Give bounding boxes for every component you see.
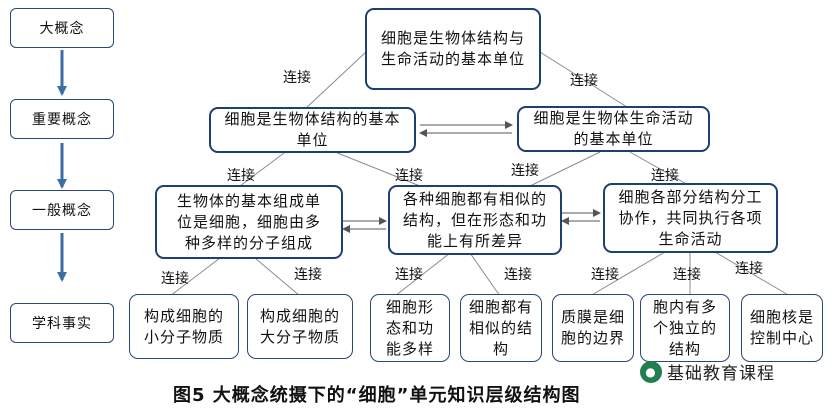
link-label-2: 连接 (570, 73, 598, 89)
link-gen3-fact5 (589, 251, 666, 297)
general-concept-cooperation: 细胞各部分结构分工协作，共同执行各项生命活动 (603, 183, 778, 253)
link-imp1-gen1 (239, 149, 289, 187)
level-big-concept: 大概念 (10, 8, 114, 48)
fact-form-function: 细胞形态和功能多样 (370, 294, 450, 362)
fact-similar-structure-text: 细胞都有相似的结构 (469, 297, 534, 358)
watermark-text: 基础教育课程 (667, 364, 775, 384)
link-gen3-fact7 (714, 251, 791, 297)
link-label-4: 连接 (395, 168, 423, 184)
link-imp2-gen3 (629, 151, 691, 187)
big-concept-box: 细胞是生物体结构与生命活动的基本单位 (365, 8, 541, 90)
link-label-13: 连接 (735, 261, 763, 277)
important-concept-structure: 细胞是生物体结构的基本单位 (209, 107, 416, 153)
link-label-12: 连接 (673, 267, 701, 283)
figure-caption: 图5 大概念统摄下的“细胞”单元知识层级结构图 (173, 385, 581, 406)
watermark: ● 基础教育课程 (640, 359, 775, 384)
general-concept-composition: 生物体的基本组成单位是细胞，细胞由多种多样的分子组成 (155, 185, 343, 259)
general-concept-diversity-text: 各种细胞都有相似的结构，但在形态和功能上有所差异 (402, 189, 547, 250)
general-concept-composition-text: 生物体的基本组成单位是细胞，细胞由多种多样的分子组成 (176, 191, 321, 252)
level-subject-facts: 学科事实 (10, 303, 114, 343)
link-label-3: 连接 (227, 168, 255, 184)
general-concept-diversity: 各种细胞都有相似的结构，但在形态和功能上有所差异 (388, 185, 562, 255)
link-top-right (539, 51, 631, 110)
link-label-10: 连接 (504, 267, 532, 283)
link-imp1-gen2 (329, 149, 421, 187)
link-label-11: 连接 (591, 267, 619, 283)
link-label-6: 连接 (651, 168, 679, 184)
fact-nucleus-control-text: 细胞核是控制中心 (750, 308, 815, 347)
fact-nucleus-control: 细胞核是控制中心 (741, 294, 823, 362)
wechat-icon: ● (640, 360, 662, 383)
link-label-9: 连接 (395, 267, 423, 283)
link-label-5: 连接 (511, 163, 539, 179)
level-general-concept: 一般概念 (10, 190, 114, 230)
fact-independent-structures: 胞内有多个独立的结构 (640, 294, 730, 362)
big-concept-text: 细胞是生物体结构与生命活动的基本单位 (381, 29, 526, 68)
fact-similar-structure: 细胞都有相似的结构 (460, 294, 542, 362)
link-gen2-fact3 (394, 252, 451, 297)
level-important-concept: 重要概念 (10, 99, 114, 139)
link-gen1-fact1 (169, 257, 221, 297)
fact-small-molecules-text: 构成细胞的小分子物质 (143, 306, 224, 346)
fact-independent-structures-text: 胞内有多个独立的结构 (652, 297, 717, 358)
link-imp2-gen2 (529, 151, 601, 187)
fact-macromolecules-text: 构成细胞的大分子物质 (259, 306, 340, 346)
fact-form-function-text: 细胞形态和功能多样 (385, 297, 434, 358)
important-concept-structure-text: 细胞是生物体结构的基本单位 (224, 110, 401, 149)
fact-plasma-membrane-text: 质膜是细胞的边界 (561, 308, 626, 347)
link-gen2-fact4 (469, 252, 501, 297)
fact-macromolecules: 构成细胞的大分子物质 (247, 294, 353, 359)
important-concept-activity-text: 细胞是生物体生命活动的基本单位 (533, 109, 694, 148)
link-label-1: 连接 (283, 70, 311, 86)
fact-plasma-membrane: 质膜是细胞的边界 (552, 294, 634, 362)
link-label-7: 连接 (161, 271, 189, 287)
general-concept-cooperation-text: 细胞各部分结构分工协作，共同执行各项生命活动 (618, 187, 763, 248)
fact-small-molecules: 构成细胞的小分子物质 (129, 294, 239, 359)
link-top-left (304, 51, 367, 110)
link-label-8: 连接 (294, 267, 322, 283)
important-concept-activity: 细胞是生物体生命活动的基本单位 (517, 106, 710, 152)
link-gen1-fact2 (254, 257, 301, 297)
